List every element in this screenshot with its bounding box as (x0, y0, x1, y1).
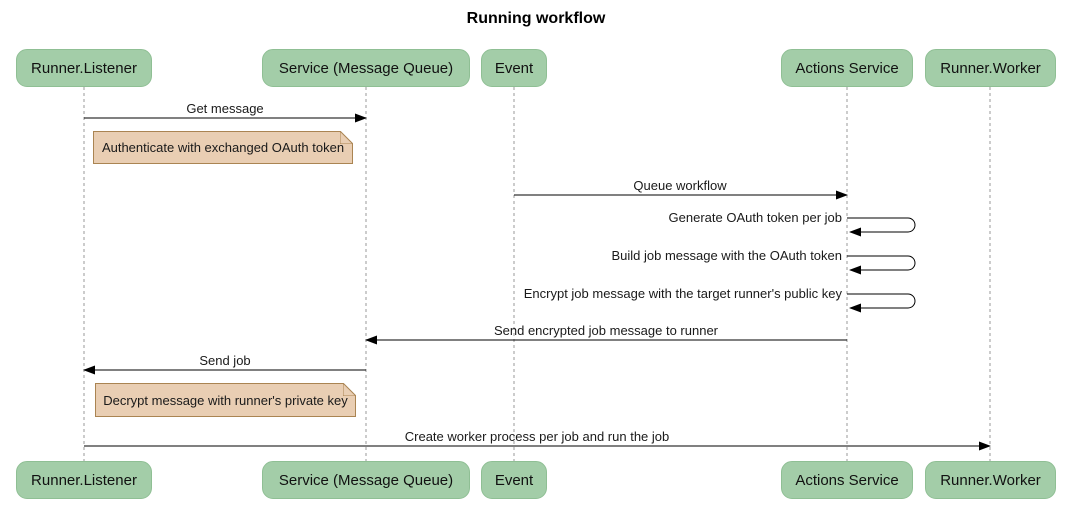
actor-label: Runner.Worker (940, 59, 1041, 77)
actor-service-message-queue-top: Service (Message Queue) (262, 49, 470, 87)
note-text: Authenticate with exchanged OAuth token (101, 140, 345, 155)
actor-actions-service-top: Actions Service (781, 49, 913, 87)
message-label-send-job: Send job (199, 353, 251, 368)
message-label-send-encrypted-job: Send encrypted job message to runner (493, 323, 719, 338)
message-label-build-job-message: Build job message with the OAuth token (611, 248, 842, 263)
message-label-queue-workflow: Queue workflow (633, 178, 727, 193)
note-fold-corner-icon (340, 131, 353, 144)
actor-label: Runner.Listener (31, 471, 137, 489)
actor-label: Runner.Listener (31, 59, 137, 77)
actor-service-message-queue-bottom: Service (Message Queue) (262, 461, 470, 499)
message-label-get-message: Get message (186, 101, 264, 116)
actor-event-top: Event (481, 49, 547, 87)
message-label-encrypt-job-message: Encrypt job message with the target runn… (523, 286, 842, 301)
note-authenticate-oauth: Authenticate with exchanged OAuth token (93, 131, 353, 164)
self-loop-encrypt-job-message (847, 293, 916, 313)
actor-runner-worker-top: Runner.Worker (925, 49, 1056, 87)
actor-label: Service (Message Queue) (278, 471, 454, 489)
actor-runner-listener-bottom: Runner.Listener (16, 461, 152, 499)
self-loop-generate-oauth-token (847, 217, 916, 237)
actor-label: Runner.Worker (940, 471, 1041, 489)
note-text: Decrypt message with runner's private ke… (103, 392, 348, 408)
note-decrypt-private-key: Decrypt message with runner's private ke… (95, 383, 356, 417)
actor-actions-service-bottom: Actions Service (781, 461, 913, 499)
message-label-generate-oauth-token: Generate OAuth token per job (668, 210, 842, 225)
actor-label: Actions Service (795, 59, 899, 77)
actor-label: Event (494, 471, 534, 489)
message-label-create-worker-process: Create worker process per job and run th… (404, 429, 670, 444)
actor-event-bottom: Event (481, 461, 547, 499)
actor-label: Actions Service (795, 471, 899, 489)
actor-label: Service (Message Queue) (278, 59, 454, 77)
actor-label: Event (494, 59, 534, 77)
actor-runner-worker-bottom: Runner.Worker (925, 461, 1056, 499)
note-fold-corner-icon (343, 383, 356, 396)
actor-runner-listener-top: Runner.Listener (16, 49, 152, 87)
self-loop-build-job-message (847, 255, 916, 275)
diagram-title: Running workflow (466, 10, 606, 27)
